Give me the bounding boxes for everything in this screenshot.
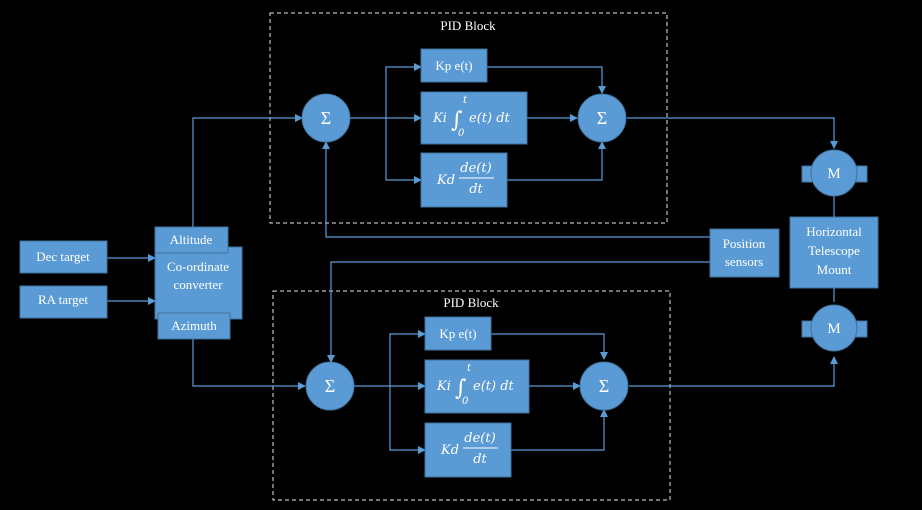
pid-block-top-title: PID Block xyxy=(440,18,496,33)
bottom-ki-body: e(t) dt xyxy=(473,379,515,394)
altitude-label: Altitude xyxy=(170,232,213,247)
pid-block-bottom-title: PID Block xyxy=(443,295,499,310)
motor-top: M xyxy=(801,149,868,197)
mount-line2: Telescope xyxy=(808,243,860,258)
top-ki-coef: Ki xyxy=(432,111,447,126)
top-kd-denominator: dt xyxy=(469,182,483,197)
motor-bottom-body xyxy=(810,304,858,352)
bottom-summing-junction-input xyxy=(305,361,355,411)
top-summing-junction-output xyxy=(577,93,627,143)
bottom-kd-denominator: dt xyxy=(473,452,487,467)
motor-bottom-label: M xyxy=(827,321,840,337)
coordinate-converter-box xyxy=(154,246,243,320)
top-ki-box xyxy=(420,91,528,145)
sigma-symbol: Σ xyxy=(597,108,607,128)
bottom-kd-numerator: de(t) xyxy=(464,431,495,446)
bottom-ki-coef: Ki xyxy=(436,379,451,394)
top-kd-box xyxy=(420,152,508,208)
top-ki-upper: t xyxy=(463,95,468,106)
bottom-kd-coef: Kd xyxy=(440,443,459,458)
top-kd-coef: Kd xyxy=(436,173,455,188)
converter-label-line1: Co-ordinate xyxy=(167,259,229,274)
ra-target-label: RA target xyxy=(38,292,88,307)
ra-target-box xyxy=(19,285,108,319)
top-kp-box xyxy=(420,48,488,83)
position-sensors-box xyxy=(709,228,780,278)
motor-top-body xyxy=(810,149,858,197)
connectors xyxy=(107,63,838,454)
pid-block-bottom-frame xyxy=(272,290,671,501)
azimuth-box xyxy=(157,312,231,340)
integral-symbol: ∫ xyxy=(451,108,463,133)
bottom-kp-label: Kp e(t) xyxy=(439,326,476,341)
azimuth-label: Azimuth xyxy=(171,318,217,333)
telescope-mount-box xyxy=(789,216,879,289)
dec-target-box xyxy=(19,240,108,274)
bottom-kp-box xyxy=(424,316,492,351)
position-sensors-line1: Position xyxy=(723,236,766,251)
converter-label-line2: converter xyxy=(173,277,223,292)
top-kd-numerator: de(t) xyxy=(460,161,491,176)
top-kp-label: Kp e(t) xyxy=(435,58,472,73)
integral-symbol: ∫ xyxy=(455,376,467,401)
position-sensors-line2: sensors xyxy=(725,254,763,269)
top-ki-lower: 0 xyxy=(458,128,465,139)
top-ki-body: e(t) dt xyxy=(469,111,511,126)
bottom-kd-box xyxy=(424,422,512,478)
mount-line3: Mount xyxy=(817,262,852,277)
motor-top-label: M xyxy=(827,166,840,182)
sigma-symbol: Σ xyxy=(321,108,331,128)
bottom-ki-upper: t xyxy=(467,363,472,374)
bottom-ki-box xyxy=(424,359,530,414)
motor-bottom: M xyxy=(801,304,868,352)
dec-target-label: Dec target xyxy=(36,249,90,264)
bottom-summing-junction-output xyxy=(579,361,629,411)
sigma-symbol: Σ xyxy=(599,376,609,396)
altitude-box xyxy=(154,226,229,254)
mount-line1: Horizontal xyxy=(806,224,862,239)
sigma-symbol: Σ xyxy=(325,376,335,396)
bottom-ki-lower: 0 xyxy=(462,396,469,407)
top-summing-junction-input xyxy=(301,93,351,143)
